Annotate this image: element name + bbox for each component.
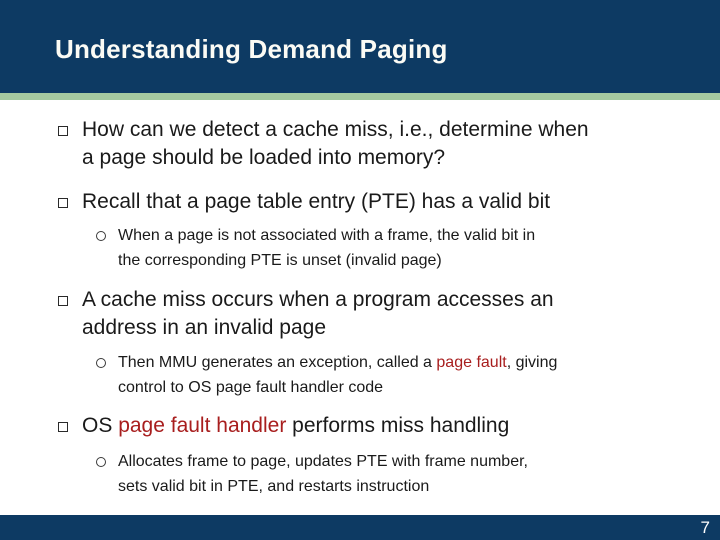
bullet-text: OS page fault handler performs miss hand… — [82, 412, 509, 440]
bullet-text-line: Then MMU generates an exception, called … — [118, 350, 557, 375]
text-segment: performs miss handling — [286, 414, 510, 437]
accent-stripe — [0, 93, 720, 100]
highlighted-term: page fault handler — [118, 414, 287, 437]
bullet-text-line: a page should be loaded into memory? — [82, 146, 446, 169]
bullet-item: OS page fault handler performs miss hand… — [58, 412, 720, 440]
bullet-text-line: OS page fault handler performs miss hand… — [82, 412, 509, 440]
slide-title: Understanding Demand Paging — [55, 34, 448, 64]
circle-bullet-icon — [96, 231, 106, 241]
square-bullet-icon — [58, 126, 68, 136]
sub-bullet-item: When a page is not associated with a fra… — [96, 223, 720, 273]
bullet-text: A cache miss occurs when a program acces… — [82, 286, 554, 342]
sub-bullet-item: Allocates frame to page, updates PTE wit… — [96, 449, 720, 499]
bullet-text-line: the corresponding PTE is unset (invalid … — [118, 252, 442, 269]
bullet-text-line: How can we detect a cache miss, i.e., de… — [82, 118, 589, 141]
sub-bullet-item: Then MMU generates an exception, called … — [96, 350, 720, 400]
square-bullet-icon — [58, 198, 68, 208]
bullet-text: When a page is not associated with a fra… — [118, 223, 535, 273]
bullet-text-line: When a page is not associated with a fra… — [118, 227, 536, 244]
square-bullet-icon — [58, 296, 68, 306]
footer-bar: 7 — [0, 515, 720, 540]
bullet-text: How can we detect a cache miss, i.e., de… — [82, 116, 589, 172]
bullet-text: Allocates frame to page, updates PTE wit… — [118, 449, 528, 499]
text-segment: , giving — [506, 354, 558, 371]
square-bullet-icon — [58, 422, 68, 432]
circle-bullet-icon — [96, 457, 106, 467]
bullet-text-line: Recall that a page table entry (PTE) has… — [82, 190, 551, 213]
bullet-text: Recall that a page table entry (PTE) has… — [82, 188, 550, 216]
bullet-item: How can we detect a cache miss, i.e., de… — [58, 116, 720, 172]
text-segment: OS — [82, 414, 119, 437]
highlighted-term: page fault — [436, 354, 507, 371]
circle-bullet-icon — [96, 358, 106, 368]
bullet-item: A cache miss occurs when a program acces… — [58, 286, 720, 342]
slide-header: Understanding Demand Paging — [0, 0, 720, 93]
slide-body: How can we detect a cache miss, i.e., de… — [0, 116, 720, 499]
bullet-text-line: control to OS page fault handler code — [118, 379, 384, 396]
text-segment: Then MMU generates an exception, called … — [118, 354, 437, 371]
bullet-text: Then MMU generates an exception, called … — [118, 350, 557, 400]
bullet-item: Recall that a page table entry (PTE) has… — [58, 188, 720, 216]
bullet-text-line: sets valid bit in PTE, and restarts inst… — [118, 478, 430, 495]
bullet-text-line: A cache miss occurs when a program acces… — [82, 288, 554, 311]
bullet-text-line: Allocates frame to page, updates PTE wit… — [118, 453, 528, 470]
page-number: 7 — [700, 518, 710, 537]
bullet-text-line: address in an invalid page — [82, 316, 327, 339]
